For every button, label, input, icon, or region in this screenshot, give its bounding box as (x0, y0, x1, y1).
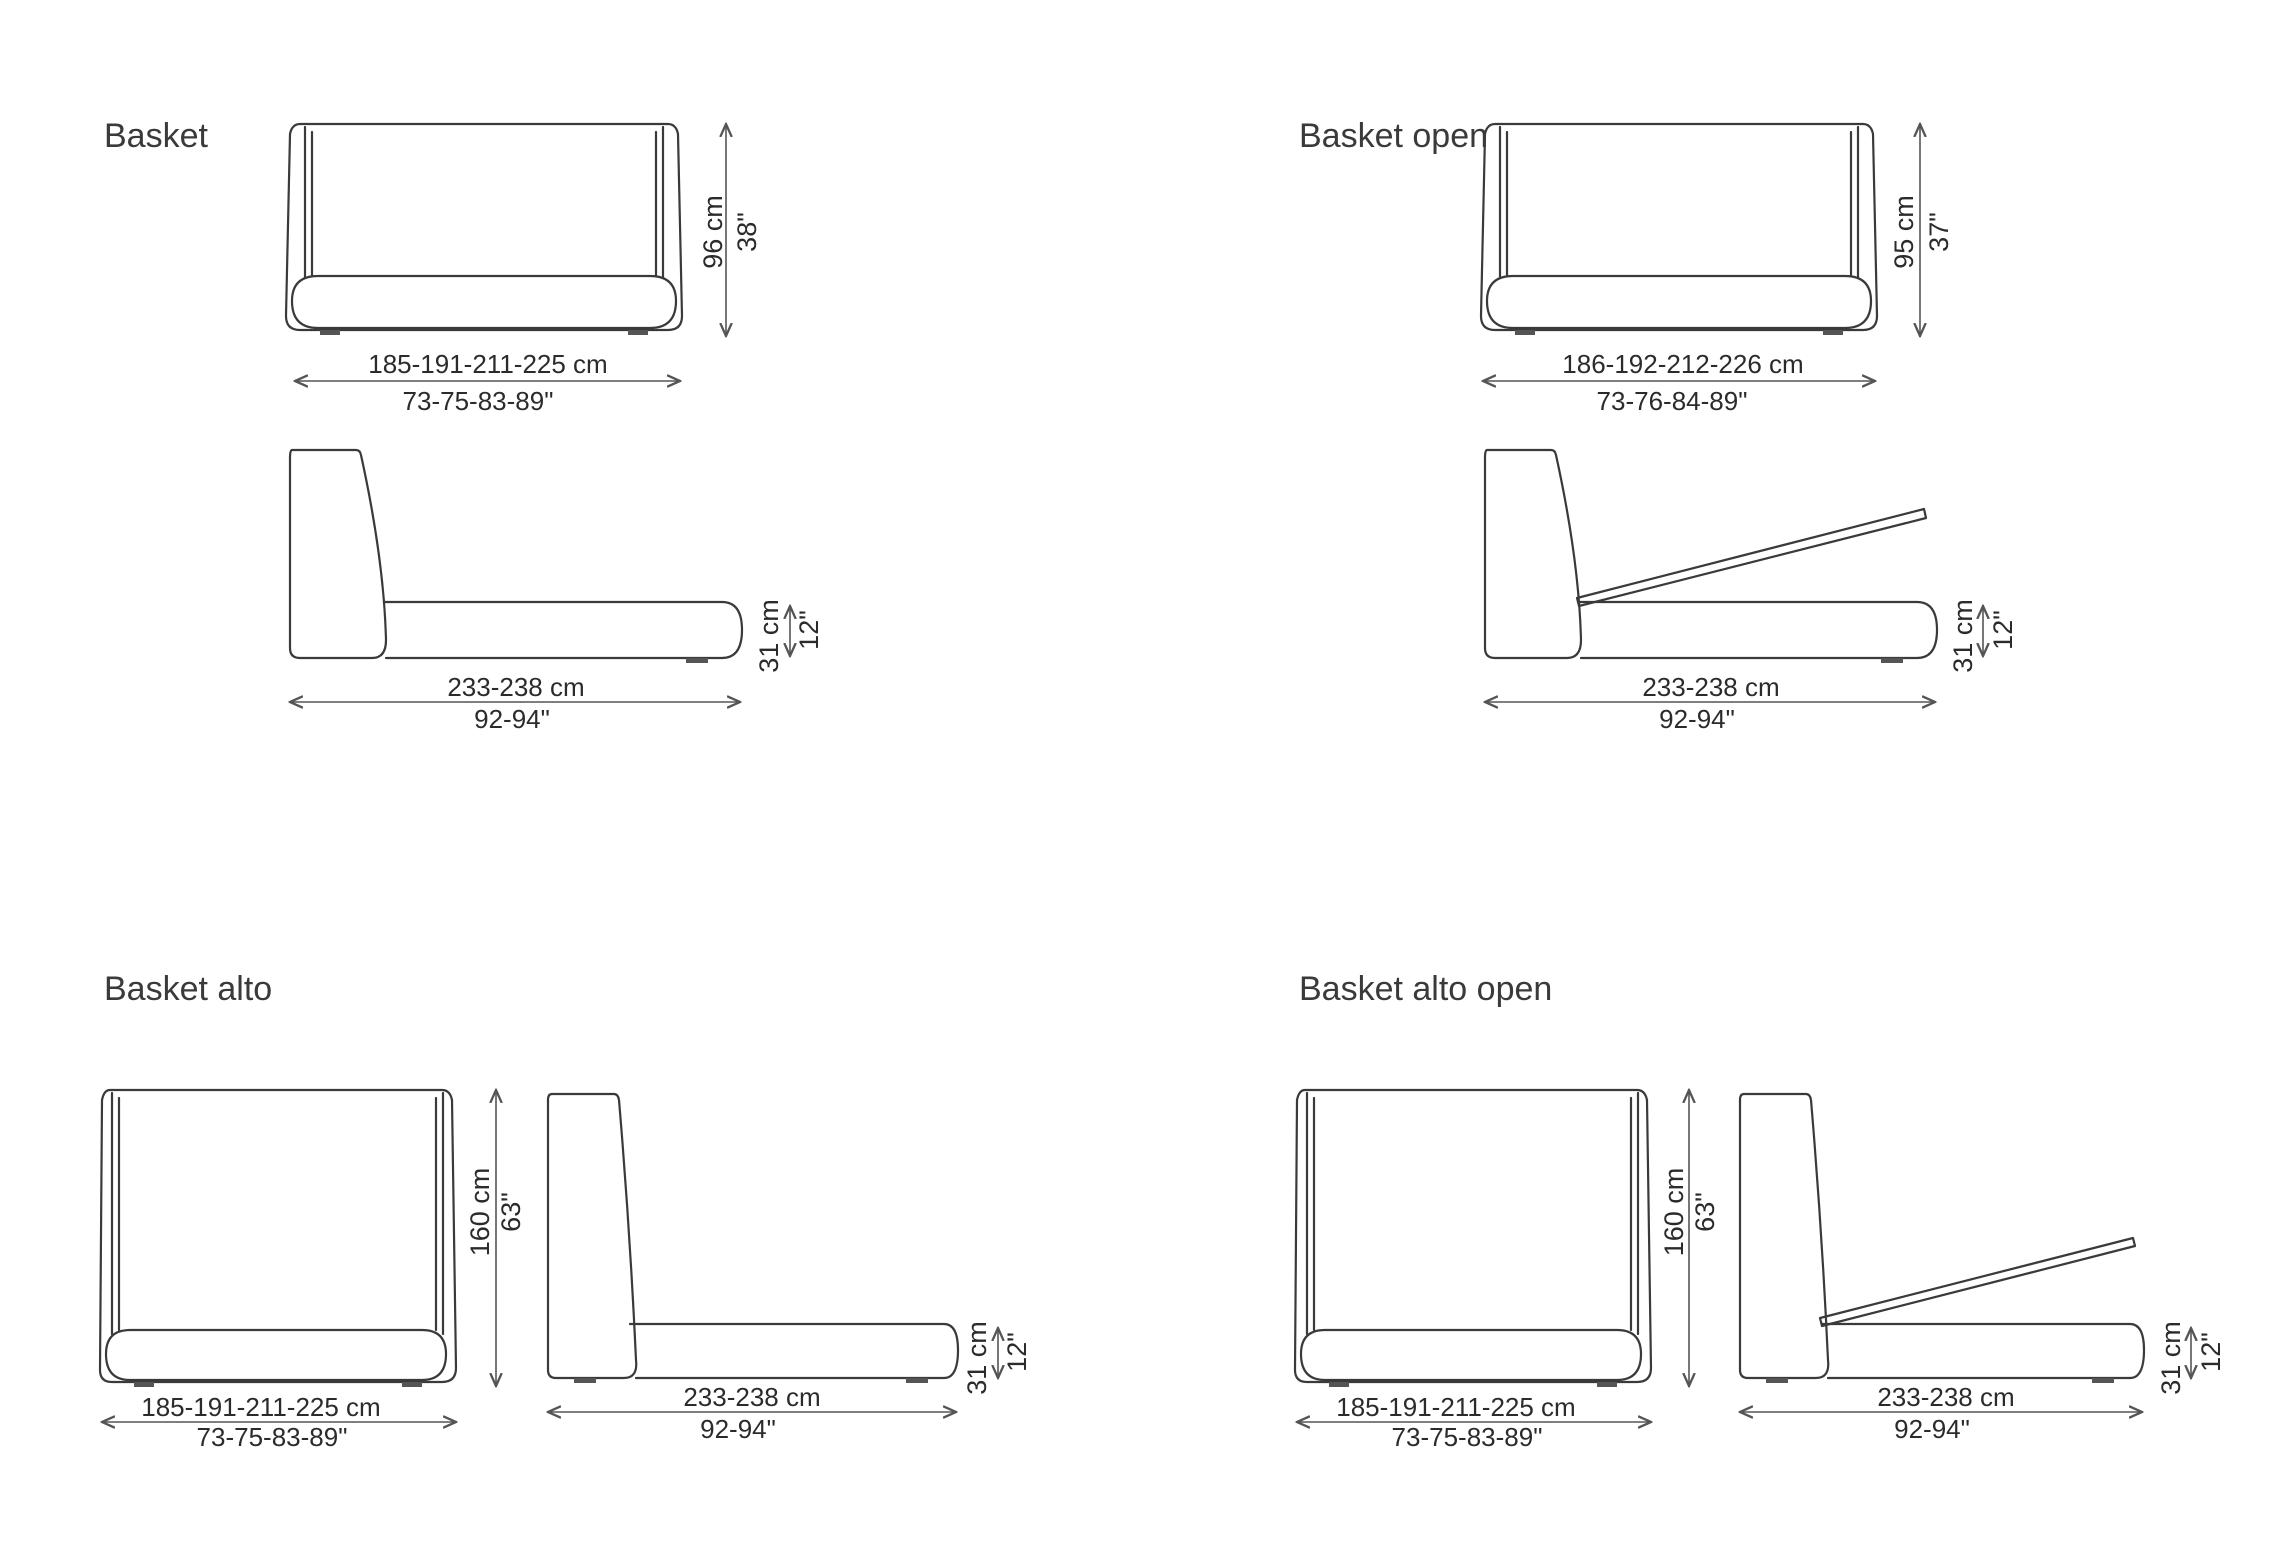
side-height-cm: 31 cm (754, 599, 784, 673)
view-basket: Basket 185-191-211-225 cm 73-75-83-89" 9… (104, 117, 824, 734)
side-height-in: 12" (794, 610, 824, 650)
front-width-in: 73-75-83-89" (197, 1422, 348, 1452)
front-height-in: 63" (496, 1192, 526, 1232)
front-height-cm: 96 cm (698, 195, 728, 269)
front-width-cm: 185-191-211-225 cm (368, 349, 607, 379)
front-height-cm: 95 cm (1889, 195, 1919, 269)
front-height-in: 38" (732, 212, 762, 252)
side-view-drawing (546, 1092, 960, 1383)
front-width-in: 73-75-83-89" (403, 386, 554, 416)
side-length-cm: 233-238 cm (1642, 672, 1779, 702)
view-title: Basket (104, 117, 208, 155)
side-length-in: 92-94" (1659, 704, 1735, 734)
front-width-in: 73-76-84-89" (1597, 386, 1748, 416)
front-width-in: 73-75-83-89" (1392, 1422, 1543, 1452)
side-view-drawing (1738, 1092, 2146, 1383)
view-title: Basket open (1299, 117, 1488, 155)
lifted-base-panel (1818, 1236, 2137, 1328)
side-length-cm: 233-238 cm (683, 1382, 820, 1412)
side-height-in: 12" (1002, 1332, 1032, 1372)
side-height-cm: 31 cm (1948, 599, 1978, 673)
front-width-cm: 185-191-211-225 cm (1336, 1392, 1575, 1422)
side-length-cm: 233-238 cm (447, 672, 584, 702)
side-view-drawing (288, 448, 744, 663)
view-basket-open: Basket open 186-192-212-226 cm 73-76-84-… (1299, 117, 2018, 734)
side-height-in: 12" (1988, 610, 2018, 650)
lifted-base-panel (1575, 507, 1928, 608)
side-length-in: 92-94" (700, 1414, 776, 1444)
front-height-cm: 160 cm (1659, 1168, 1689, 1257)
side-length-in: 92-94" (474, 704, 550, 734)
front-view-drawing (1293, 1088, 1653, 1387)
front-view-drawing (284, 122, 684, 335)
side-view-drawing (1483, 448, 1939, 663)
side-height-in: 12" (2196, 1332, 2226, 1372)
front-view-drawing (1479, 122, 1879, 335)
front-height-in: 63" (1690, 1192, 1720, 1232)
front-height-in: 37" (1924, 212, 1954, 252)
side-height-cm: 31 cm (962, 1321, 992, 1395)
front-height-cm: 160 cm (465, 1168, 495, 1257)
front-view-drawing (98, 1088, 458, 1387)
view-title: Basket alto (104, 970, 272, 1008)
front-width-cm: 185-191-211-225 cm (141, 1392, 380, 1422)
view-basket-alto-open: Basket alto open 185-191-211-225 cm 73-7… (1293, 970, 2226, 1452)
side-height-cm: 31 cm (2156, 1321, 2186, 1395)
front-width-cm: 186-192-212-226 cm (1562, 349, 1803, 379)
view-basket-alto: Basket alto 185-191-211-225 cm 73-75-83-… (98, 970, 1032, 1452)
side-length-cm: 233-238 cm (1877, 1382, 2014, 1412)
view-title: Basket alto open (1299, 970, 1552, 1008)
side-length-in: 92-94" (1894, 1414, 1970, 1444)
